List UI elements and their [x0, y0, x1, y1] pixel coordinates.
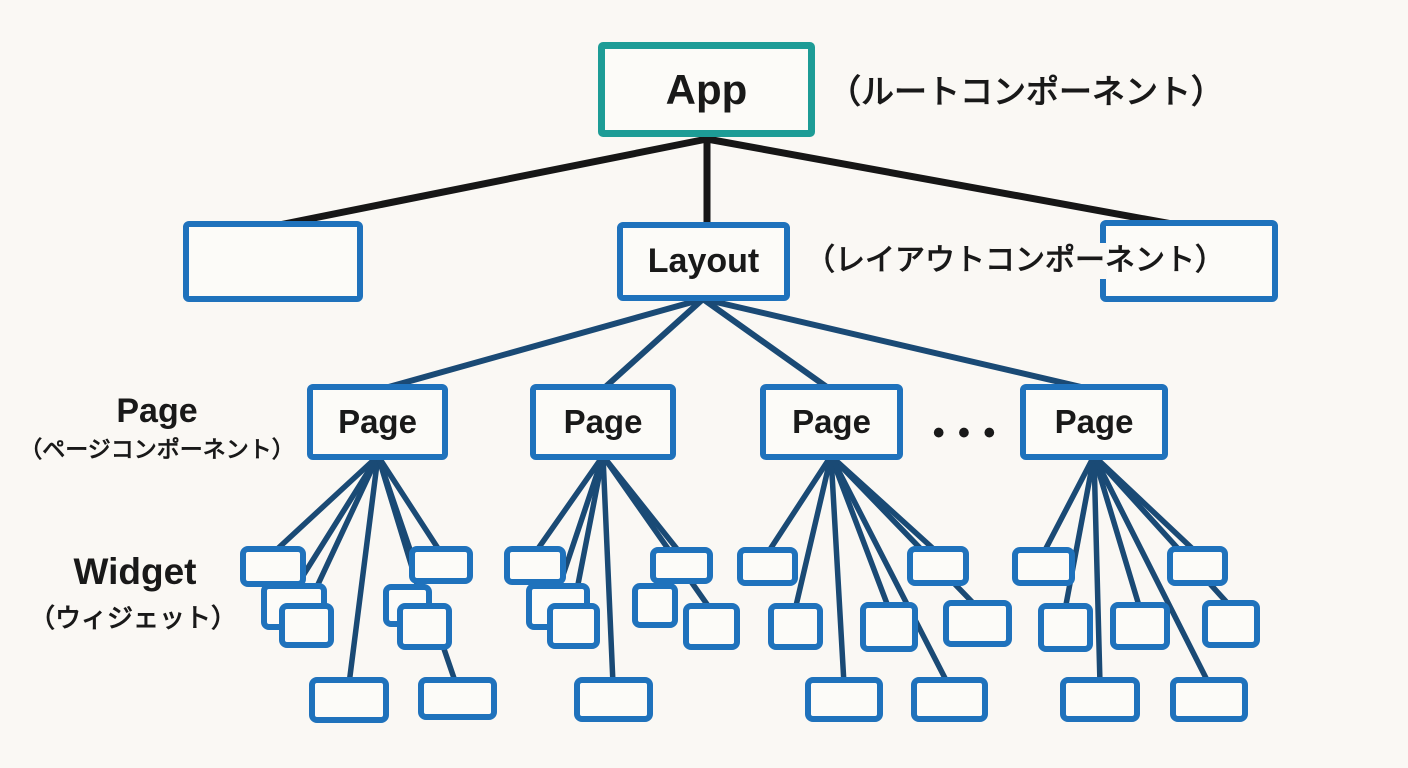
widget-box — [737, 547, 798, 586]
border-gap — [1095, 243, 1107, 279]
widget-box — [907, 546, 969, 586]
page-node-label: Page — [563, 403, 643, 440]
widget-box — [279, 603, 334, 648]
widget-box — [1110, 602, 1170, 650]
page-row-caption-sub: （ページコンポーネント） — [19, 436, 295, 462]
page-node-2: Page — [530, 384, 676, 460]
widget-box — [547, 603, 600, 649]
ellipsis-dots: • • • — [932, 414, 998, 452]
page-node-3: Page — [760, 384, 903, 460]
page-node-label: Page — [1054, 403, 1134, 440]
page-row-caption: Page — [116, 392, 198, 430]
widget-box — [397, 603, 452, 650]
widget-row-caption: Widget — [73, 551, 197, 592]
widget-box — [1060, 677, 1140, 722]
widget-box — [943, 600, 1012, 647]
widget-box — [860, 602, 918, 652]
widget-box — [409, 546, 473, 584]
widget-box — [574, 677, 653, 722]
page-node-label: Page — [792, 403, 871, 440]
widget-box — [504, 546, 566, 585]
empty-node-right — [1100, 220, 1278, 302]
widget-box — [309, 677, 389, 723]
widget-box — [768, 603, 823, 650]
layout-node-label: Layout — [647, 242, 760, 280]
widget-box — [1038, 603, 1093, 652]
widget-box — [683, 603, 740, 650]
layout-annotation: （レイアウトコンポーネント） — [805, 244, 1225, 277]
page-node-4: Page — [1020, 384, 1168, 460]
page-node-label: Page — [338, 403, 417, 440]
widget-box — [240, 546, 306, 587]
app-node: App — [598, 42, 815, 137]
widget-box — [632, 583, 678, 628]
widget-box — [1202, 600, 1260, 648]
widget-box — [911, 677, 988, 722]
empty-node-left — [183, 221, 363, 302]
widget-box — [650, 547, 713, 584]
layout-node: Layout — [617, 222, 790, 301]
widget-box — [1170, 677, 1248, 722]
page-node-1: Page — [307, 384, 448, 460]
widget-box — [1012, 547, 1075, 586]
widget-box — [418, 677, 497, 720]
widget-row-caption-sub: （ウィジェット） — [28, 603, 237, 633]
app-node-label: App — [665, 65, 748, 113]
widget-box — [805, 677, 883, 722]
root-annotation: （ルートコンポーネント） — [828, 73, 1224, 110]
widget-box — [1167, 546, 1228, 586]
